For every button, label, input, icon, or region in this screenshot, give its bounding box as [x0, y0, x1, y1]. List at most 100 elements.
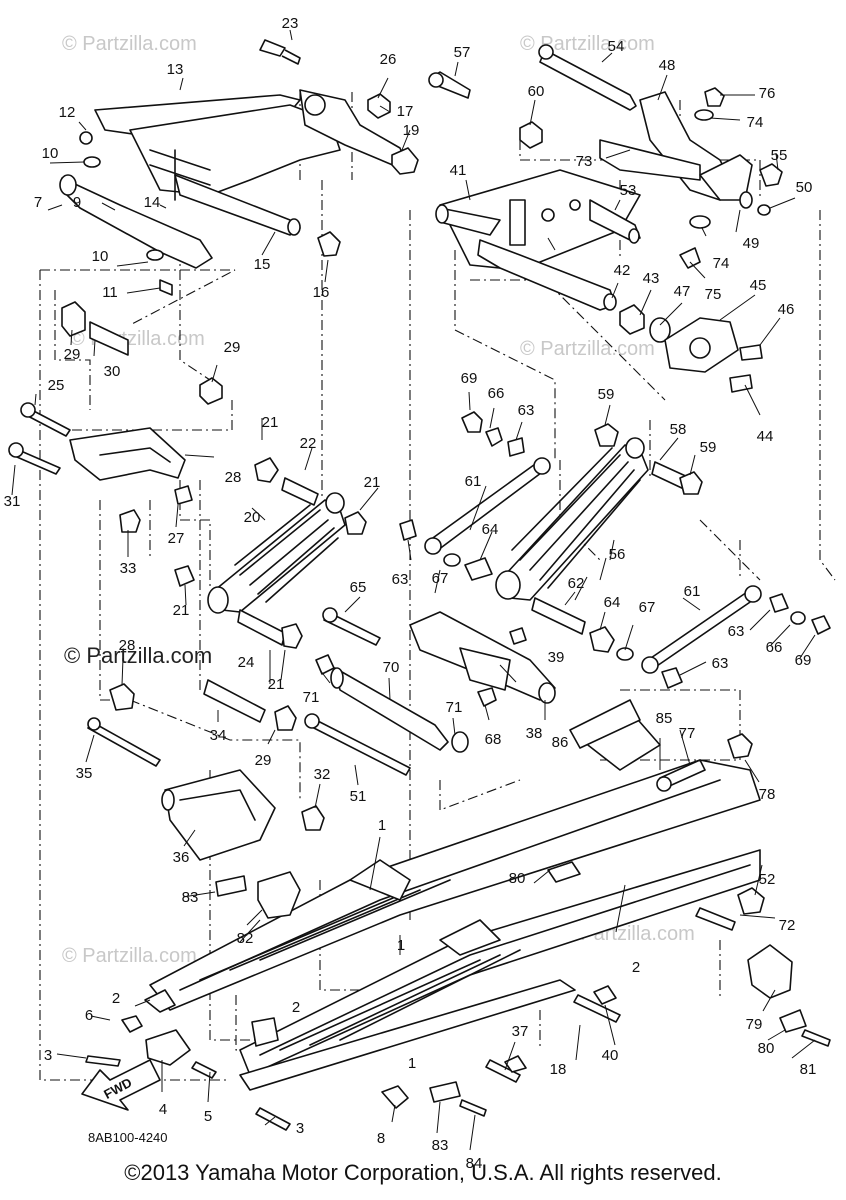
callout-label: 13	[167, 61, 184, 78]
callout-label: 61	[465, 473, 482, 490]
callout-label: 70	[383, 659, 400, 676]
callout-label: 43	[643, 270, 660, 287]
callout-label: 21	[262, 414, 279, 431]
callout-label: 59	[598, 386, 615, 403]
rear-suspension-arm	[435, 169, 641, 311]
callout-label: 7	[34, 194, 42, 211]
callout-label: 1	[397, 937, 405, 954]
callout-label: 76	[759, 85, 776, 102]
watermark: © Partzilla.com	[520, 33, 655, 55]
callout-label: 53	[620, 182, 637, 199]
callout-label: 84	[466, 1155, 483, 1172]
connecting-rods	[399, 411, 831, 689]
callout-label: 62	[568, 575, 585, 592]
callout-label: 57	[454, 44, 471, 61]
callout-label: 6	[85, 1007, 93, 1024]
callout-label: 60	[528, 83, 545, 100]
callout-label: 59	[700, 439, 717, 456]
callout-label: 80	[509, 870, 526, 887]
upper-right-hardware	[428, 44, 783, 393]
callout-label: 63	[712, 655, 729, 672]
callout-label: 35	[76, 765, 93, 782]
callout-label: 68	[485, 731, 502, 748]
callout-label: 56	[609, 546, 626, 563]
copyright-notice: ©2013 Yamaha Motor Corporation, U.S.A. A…	[124, 1160, 722, 1185]
upper-left-hardware	[61, 39, 419, 405]
callout-label: 45	[750, 277, 767, 294]
leader-lines	[11, 29, 816, 1151]
front-suspension-arm	[59, 89, 406, 269]
callout-label: 75	[705, 286, 722, 303]
callout-label: 86	[552, 734, 569, 751]
callout-label: 42	[614, 262, 631, 279]
callout-label: 26	[380, 51, 397, 68]
callout-label: 30	[104, 363, 121, 380]
callout-label: 4	[159, 1101, 167, 1118]
callout-label: 17	[397, 103, 414, 120]
bracket-28	[8, 402, 186, 481]
callout-label: 28	[225, 469, 242, 486]
callout-label: 71	[446, 699, 463, 716]
callout-label: 58	[670, 421, 687, 438]
callout-label: 64	[604, 594, 621, 611]
watermark: © Partzilla.com	[520, 338, 655, 360]
front-shock-absorber	[207, 457, 367, 649]
callout-label: 44	[757, 428, 774, 445]
callout-label: 2	[112, 990, 120, 1007]
callout-label: 74	[747, 114, 764, 131]
callout-label: 29	[224, 339, 241, 356]
callout-label: 50	[796, 179, 813, 196]
callout-label: 49	[743, 235, 760, 252]
watermark-main: © Partzilla.com	[64, 643, 212, 668]
callout-label: 20	[244, 509, 261, 526]
diagram-code: 8AB100-4240	[88, 1130, 168, 1145]
callout-label: 66	[488, 385, 505, 402]
slide-rails	[144, 759, 761, 1091]
callout-label: 71	[303, 689, 320, 706]
callout-label: 85	[656, 710, 673, 727]
callout-label: 80	[758, 1040, 775, 1057]
callout-label: 79	[746, 1016, 763, 1033]
callout-label: 40	[602, 1047, 619, 1064]
callout-label: 66	[766, 639, 783, 656]
callout-label: 73	[576, 153, 593, 170]
callout-label: 69	[461, 370, 478, 387]
callout-label: 29	[255, 752, 272, 769]
callout-label: 12	[59, 104, 76, 121]
callout-label: 48	[659, 57, 676, 74]
callout-numbers: 1 1 1 2 2 2 3 3 4 5 6 7 8 9 10 10 11 12 …	[4, 15, 817, 1172]
callout-label: 67	[639, 599, 656, 616]
callout-label: 63	[392, 571, 409, 588]
callout-label: 3	[44, 1047, 52, 1064]
callout-label: 81	[800, 1061, 817, 1078]
assembly-lines	[39, 90, 836, 1081]
callout-label: 27	[168, 530, 185, 547]
callout-label: 63	[518, 402, 535, 419]
callout-label: 83	[182, 889, 199, 906]
callout-label: 18	[550, 1061, 567, 1078]
watermark: © Partzilla.com	[62, 33, 197, 55]
callout-label: 3	[296, 1120, 304, 1137]
callout-label: 77	[679, 725, 696, 742]
callout-label: 41	[450, 162, 467, 179]
callout-label: 52	[759, 871, 776, 888]
callout-label: 21	[268, 676, 285, 693]
callout-label: 15	[254, 256, 271, 273]
callout-label: 67	[432, 570, 449, 587]
callout-label: 47	[674, 283, 691, 300]
callout-label: 61	[684, 583, 701, 600]
callout-label: 36	[173, 849, 190, 866]
callout-label: 74	[713, 255, 730, 272]
callout-label: 28	[119, 637, 136, 654]
callout-label: 55	[771, 147, 788, 164]
callout-label: 32	[314, 766, 331, 783]
callout-label: 2	[292, 999, 300, 1016]
callout-label: 21	[173, 602, 190, 619]
fwd-arrow-icon: FWD	[81, 1059, 161, 1111]
callout-label: 14	[144, 194, 161, 211]
callout-label: 8	[377, 1130, 385, 1147]
callout-label: 82	[237, 930, 254, 947]
callout-label: 21	[364, 474, 381, 491]
callout-label: 38	[526, 725, 543, 742]
